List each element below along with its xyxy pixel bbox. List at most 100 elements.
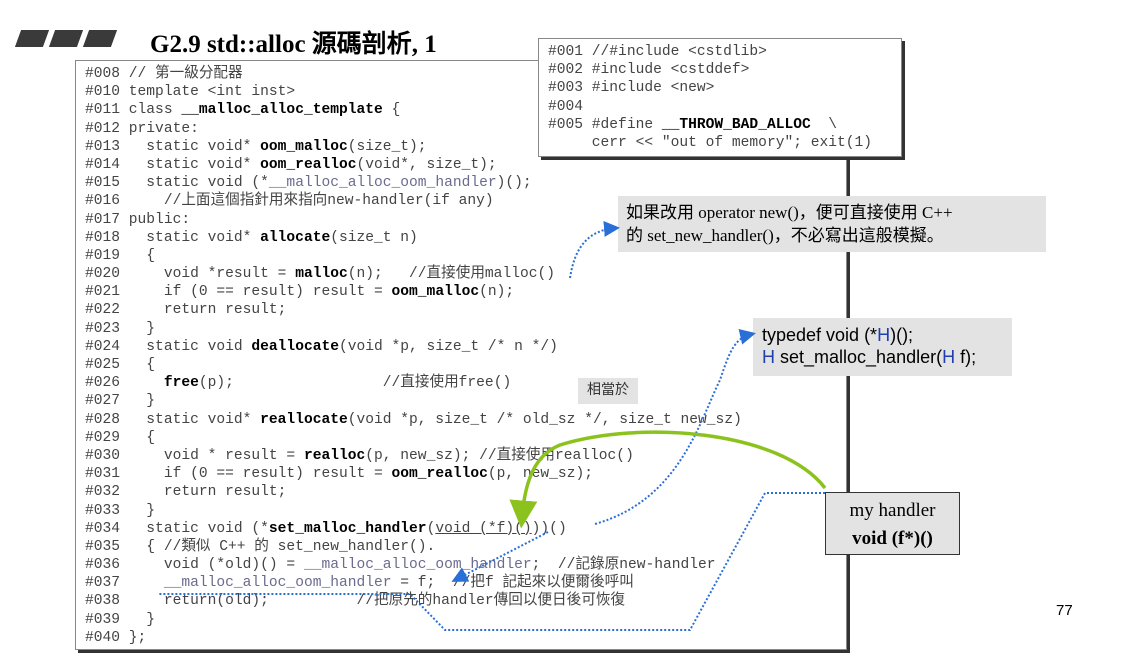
code-line: #034 static void (*set_malloc_handler(vo…: [76, 520, 846, 538]
code-token: free: [163, 375, 199, 392]
code-line: #040 };: [76, 629, 846, 647]
code-line: #025 {: [76, 356, 846, 374]
code-line: #029 {: [76, 429, 846, 447]
code-token: #010 template <int inst>: [85, 84, 296, 101]
code-token: (void *p, size_t /* old_sz */, size_t ne…: [347, 411, 742, 428]
code-token: #020 void *result =: [85, 266, 296, 283]
text: )();: [890, 325, 914, 345]
code-line: #012 private:: [76, 120, 846, 138]
code-token: (: [426, 520, 436, 537]
code-token: #031 if (0 == result) result =: [85, 466, 392, 483]
code-token: #026: [85, 375, 164, 392]
code-token: oom_realloc: [260, 156, 357, 173]
code-token: #035 { //類似 C++ 的 set_new_handler().: [85, 538, 436, 555]
code-line: #024 static void deallocate(void *p, siz…: [76, 338, 846, 356]
code-line: #038 return(old); //把原先的handler傳回以便日後可恢復: [76, 592, 846, 610]
callout-line: 的 set_new_handler()，不必寫出這般模擬。: [626, 226, 944, 245]
code-token: (n);: [479, 284, 515, 301]
code-token: __malloc_alloc_oom_handler: [163, 575, 392, 592]
code-token: #001 //#include <cstdlib>: [548, 44, 767, 60]
code-token: #016 //上面這個指針用來指向new-handler(if any): [85, 193, 494, 210]
code-token: __malloc_alloc_oom_handler: [303, 557, 532, 574]
callout-my-handler: my handler void (f*)(): [825, 492, 960, 555]
callout-line: 如果改用 operator new()，便可直接使用 C++: [626, 203, 953, 222]
code-line: #028 static void* reallocate(void *p, si…: [76, 411, 846, 429]
code-line: #039 }: [76, 611, 846, 629]
code-token: #005 #define: [548, 116, 662, 133]
code-line: #004: [539, 98, 901, 116]
code-token: #002 #include <cstddef>: [548, 62, 750, 79]
code-token: #028 static void*: [85, 411, 261, 428]
code-token: (void *p, size_t /* n */): [338, 338, 558, 355]
code-token: {: [382, 102, 401, 119]
code-token: __malloc_alloc_template: [181, 102, 383, 119]
slide-title: G2.9 std::alloc 源碼剖析, 1: [150, 31, 437, 58]
code-token: #039 }: [85, 611, 156, 628]
code-token: #015 static void (*: [85, 175, 269, 192]
code-token: #033 }: [85, 502, 156, 519]
code-token: (n); //直接使用malloc(): [347, 266, 555, 283]
code-line: #027 }: [76, 392, 846, 410]
code-line: #026 free(p); //直接使用free(): [76, 374, 846, 392]
code-line: #021 if (0 == result) result = oom_mallo…: [76, 283, 846, 301]
code-line: #010 template <int inst>: [76, 83, 846, 101]
code-token: ; //記錄原new-handler: [531, 557, 716, 574]
callout-line: H set_malloc_handler(H f);: [762, 346, 1003, 368]
code-line: #013 static void* oom_malloc(size_t);: [76, 138, 846, 156]
code-line: #032 return result;: [76, 483, 846, 501]
code-line: #001 //#include <cstdlib>: [539, 43, 901, 61]
code-token: set_malloc_handler: [268, 520, 427, 537]
code-token: (p, new_sz); //直接使用realloc(): [365, 447, 634, 464]
code-token: #040 };: [85, 629, 147, 646]
code-token: \: [810, 116, 838, 133]
code-line: #031 if (0 == result) result = oom_reall…: [76, 465, 846, 483]
code-token: = f; //把f 記起來以便爾後呼叫: [391, 575, 634, 592]
code-line: #018 static void* allocate(size_t n): [76, 229, 846, 247]
header-code-listing: #001 //#include <cstdlib> #002 #include <…: [538, 38, 902, 157]
callout-line: my handler: [849, 500, 936, 521]
code-line: #003 #include <new>: [539, 79, 901, 97]
code-token: reallocate: [260, 411, 348, 428]
code-token: malloc: [295, 266, 348, 283]
callout-equivalent: 相當於: [578, 378, 638, 404]
code-token: oom_malloc: [391, 284, 480, 301]
code-token: #018 static void*: [85, 229, 261, 246]
code-line: #014 static void* oom_realloc(void*, siz…: [76, 156, 846, 174]
code-line: #035 { //類似 C++ 的 set_new_handler().: [76, 538, 846, 556]
code-token: #019 {: [85, 247, 156, 264]
code-line: #033 }: [76, 502, 846, 520]
code-line: #016 //上面這個指針用來指向new-handler(if any): [76, 192, 846, 210]
code-token: allocate: [260, 229, 331, 246]
code-token: __THROW_BAD_ALLOC: [661, 116, 811, 133]
code-token: (void*, size_t);: [356, 156, 497, 173]
text: typedef void (*: [762, 325, 878, 345]
code-token: (size_t);: [347, 138, 427, 155]
code-token: #034 static void (*: [85, 520, 269, 537]
code-token: #013 static void*: [85, 138, 261, 155]
code-token: )();: [496, 175, 532, 192]
code-token: realloc: [303, 447, 366, 464]
code-line: #030 void * result = realloc(p, new_sz);…: [76, 447, 846, 465]
code-line: #011 class __malloc_alloc_template {: [76, 101, 846, 119]
code-token: __malloc_alloc_oom_handler: [268, 175, 497, 192]
callout-line: void (f*)(): [852, 528, 933, 549]
code-token: #030 void * result =: [85, 447, 304, 464]
code-token: #024 static void: [85, 338, 252, 355]
title-decoration-stripe: [14, 30, 50, 47]
code-token: #022 return result;: [85, 302, 287, 319]
code-token: ))(): [531, 520, 567, 537]
code-token: oom_malloc: [260, 138, 348, 155]
code-token: #032 return result;: [85, 484, 287, 501]
code-line: #036 void (*old)() = __malloc_alloc_oom_…: [76, 556, 846, 574]
text: H: [762, 347, 775, 367]
code-token: (p); //直接使用free(): [198, 375, 512, 392]
code-token: #023 }: [85, 320, 156, 337]
text: f);: [955, 347, 977, 367]
code-line: #023 }: [76, 320, 846, 338]
code-token: #012 private:: [85, 120, 199, 137]
code-line: #017 public:: [76, 211, 846, 229]
code-token: #014 static void*: [85, 156, 261, 173]
page-number: 77: [1056, 602, 1073, 619]
text: set_malloc_handler(: [775, 347, 943, 367]
code-token: (p, new_sz);: [487, 466, 593, 483]
